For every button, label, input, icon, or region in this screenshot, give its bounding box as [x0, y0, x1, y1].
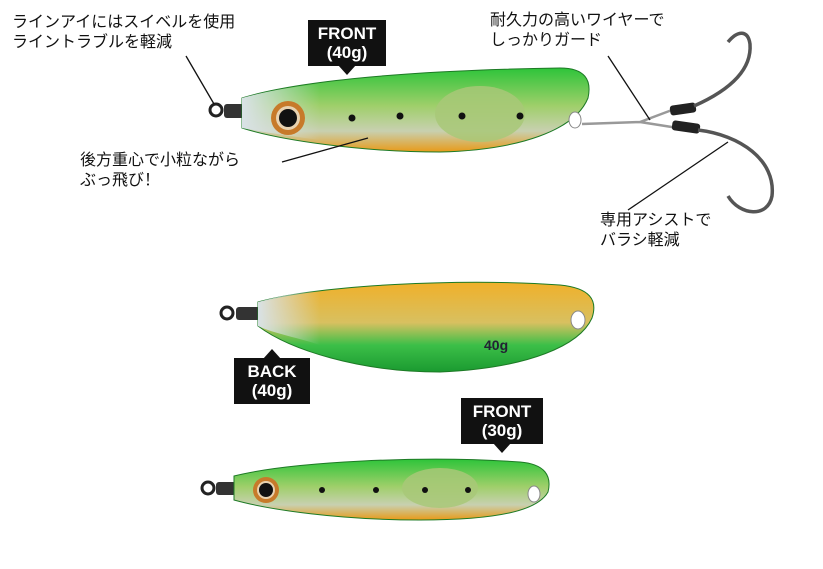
swivel-icon — [219, 305, 235, 321]
swivel-icon — [200, 480, 216, 496]
hook-icon — [693, 31, 752, 108]
lure-front-30g — [200, 458, 550, 521]
callout-line-eye: ラインアイにはスイベルを使用 ライントラブルを軽減 — [12, 12, 235, 52]
embossed-weight: 40g — [484, 337, 508, 353]
leader-lines — [185, 55, 729, 211]
hook-icon — [697, 128, 774, 214]
callout-line: 専用アシストで — [600, 210, 712, 229]
label-line: FRONT — [472, 402, 532, 421]
callout-line: ライントラブルを軽減 — [12, 32, 173, 51]
callout-wire: 耐久力の高いワイヤーで しっかりガード — [490, 10, 665, 50]
label-line: FRONT — [317, 24, 377, 43]
label-line: (30g) — [481, 421, 523, 440]
callout-line: しっかりガード — [490, 30, 603, 49]
callout-line: 耐久力の高いワイヤーで — [490, 10, 665, 29]
callout-center-of-gravity: 後方重心で小粒ながら ぶっ飛び！ — [80, 150, 240, 190]
label-line: BACK — [247, 362, 297, 381]
label-line: (40g) — [326, 43, 368, 62]
callout-line: ラインアイにはスイベルを使用 — [12, 12, 236, 31]
callout-line: ぶっ飛び！ — [80, 170, 161, 189]
lure-back-40g: 40g — [219, 281, 595, 373]
swivel-icon — [208, 102, 224, 118]
label-front-30g: FRONT (30g) — [461, 398, 543, 453]
callout-assist: 専用アシストで バラシ軽減 — [600, 210, 711, 250]
label-line: (40g) — [251, 381, 293, 400]
label-front-40g: FRONT (40g) — [308, 20, 386, 75]
callout-line: 後方重心で小粒ながら — [80, 150, 241, 169]
callout-line: バラシ軽減 — [600, 230, 680, 249]
label-back-40g: BACK (40g) — [234, 349, 310, 404]
lure-front-40g — [208, 31, 774, 214]
